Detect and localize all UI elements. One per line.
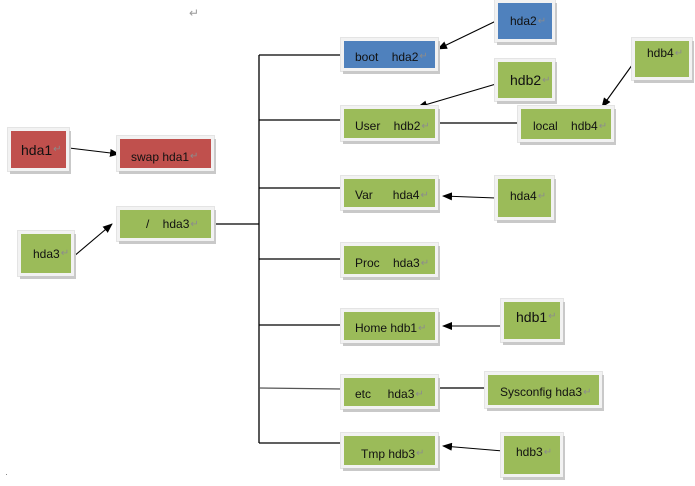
node-hdb2-source[interactable]: hdb2↵ bbox=[495, 59, 555, 101]
node-tmp[interactable]: Tmp hdb3↵ bbox=[341, 433, 438, 468]
node-label: Tmp hdb3 bbox=[361, 446, 416, 461]
node-etc[interactable]: etc hda3↵ bbox=[341, 375, 438, 409]
return-icon: ↵ bbox=[190, 218, 199, 230]
node-label: hdb3 bbox=[516, 445, 543, 459]
node-user[interactable]: User hdb2↵ bbox=[341, 106, 438, 141]
return-icon: ↵ bbox=[420, 189, 429, 201]
return-icon: ↵ bbox=[53, 144, 62, 155]
node-label: boot hda2 bbox=[355, 49, 419, 64]
return-icon: ↵ bbox=[421, 120, 430, 132]
node-label: Sysconfig hda3 bbox=[500, 385, 583, 399]
node-label: hdb4 bbox=[647, 46, 674, 60]
return-icon: ↵ bbox=[583, 386, 592, 398]
node-label: local hdb4 bbox=[533, 119, 598, 133]
arrow-hda4-to-var bbox=[442, 192, 497, 201]
paragraph-mark: ↵ bbox=[189, 6, 200, 20]
node-label: Home hdb1 bbox=[355, 321, 418, 335]
node-label: hda2 bbox=[510, 14, 537, 28]
node-label: etc hda3 bbox=[355, 387, 415, 401]
node-label: hda3 bbox=[33, 246, 60, 261]
node-hdb3-source[interactable]: hdb3↵ bbox=[501, 433, 563, 477]
node-var[interactable]: Var hda4↵ bbox=[341, 176, 438, 210]
node-hda2-source[interactable]: hda2↵ bbox=[495, 0, 555, 42]
node-proc[interactable]: Proc hda3↵ bbox=[341, 243, 438, 277]
return-icon: ↵ bbox=[674, 47, 684, 59]
node-label: User hdb2 bbox=[355, 119, 421, 133]
node-label: / hda3 bbox=[146, 217, 190, 231]
node-label: Proc hda3 bbox=[355, 256, 420, 270]
node-home[interactable]: Home hdb1↵ bbox=[341, 309, 438, 343]
node-local[interactable]: local hdb4↵ bbox=[518, 106, 614, 142]
branch-etc bbox=[258, 387, 343, 390]
node-label: Var hda4 bbox=[355, 188, 420, 202]
return-icon: ↵ bbox=[537, 190, 547, 202]
node-root[interactable]: / hda3↵ bbox=[117, 207, 214, 241]
arrow-hda2-to-boot bbox=[437, 20, 497, 50]
node-label: swap hda1 bbox=[131, 149, 190, 164]
stray-dot bbox=[6, 474, 7, 475]
node-sysconfig[interactable]: Sysconfig hda3↵ bbox=[485, 372, 602, 408]
return-icon: ↵ bbox=[543, 446, 553, 458]
node-hda1-source[interactable]: hda1↵ bbox=[8, 128, 69, 171]
return-icon: ↵ bbox=[416, 448, 425, 459]
node-boot[interactable]: boot hda2↵ bbox=[341, 38, 438, 71]
node-swap[interactable]: swap hda1↵ bbox=[117, 136, 214, 171]
return-icon: ↵ bbox=[60, 248, 70, 259]
return-icon: ↵ bbox=[537, 15, 547, 27]
arrow-hda1-to-swap bbox=[68, 147, 120, 157]
node-hda3-source[interactable]: hda3↵ bbox=[18, 231, 74, 276]
node-hdb4-source[interactable]: hdb4↵ bbox=[632, 38, 692, 80]
return-icon: ↵ bbox=[598, 120, 608, 132]
node-hda4-source[interactable]: hda4↵ bbox=[495, 176, 554, 220]
return-icon: ↵ bbox=[542, 74, 551, 86]
node-label: hda4 bbox=[510, 189, 537, 203]
node-hdb1-source[interactable]: hdb1↵ bbox=[501, 299, 563, 342]
node-label: hda1 bbox=[21, 141, 53, 158]
arrow-hda3-to-root bbox=[72, 223, 113, 258]
arrow-hdb4-to-local bbox=[601, 60, 636, 108]
node-label: hdb2 bbox=[510, 72, 542, 88]
return-icon: ↵ bbox=[415, 388, 424, 400]
return-icon: ↵ bbox=[418, 322, 427, 334]
return-icon: ↵ bbox=[420, 257, 430, 269]
return-icon: ↵ bbox=[419, 51, 428, 62]
return-icon: ↵ bbox=[190, 151, 199, 162]
return-icon: ↵ bbox=[548, 311, 557, 322]
arrow-hdb3-to-tmp bbox=[442, 442, 504, 452]
arrow-hdb2-to-user bbox=[417, 83, 497, 109]
node-label: hdb1 bbox=[516, 308, 548, 325]
